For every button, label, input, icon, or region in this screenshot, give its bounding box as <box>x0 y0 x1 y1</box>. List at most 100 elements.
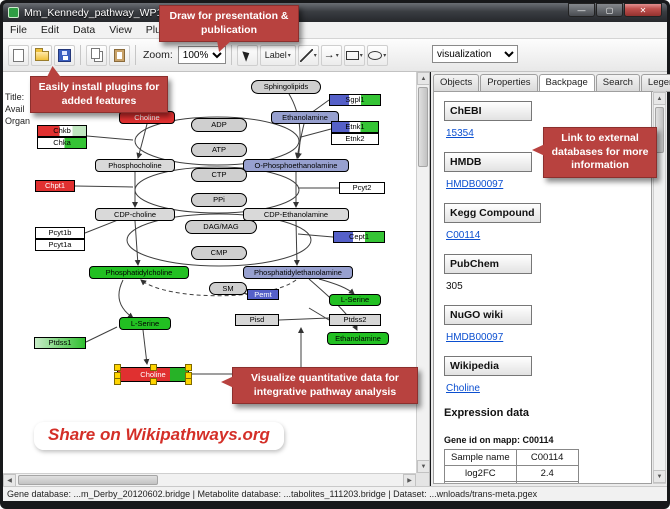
gene-id-on-mapp: Gene id on mapp: C00114 <box>444 435 554 445</box>
visualization-select[interactable]: visualization <box>432 45 518 63</box>
nugo-id-link[interactable]: HMDB00097 <box>446 332 504 343</box>
pubchem-id-value: 305 <box>446 281 463 292</box>
pathway-node-ptdss1[interactable]: Ptdss1 <box>34 337 86 349</box>
minimize-button[interactable]: — <box>568 3 595 17</box>
pathway-node-phosphatidylethanolamine[interactable]: Phosphatidylethanolamine <box>243 266 353 279</box>
selection-handle[interactable] <box>114 364 121 371</box>
pathway-node-ethanolamine[interactable]: Ethanolamine <box>271 111 339 124</box>
pathway-node-cmp[interactable]: CMP <box>191 246 247 260</box>
callout-draw-for-presentation: Draw for presentation & publication <box>159 5 299 53</box>
maximize-button[interactable]: ▢ <box>596 3 623 17</box>
pathway-node-cdp-ethanolamine[interactable]: CDP-Ethanolamine <box>243 208 349 221</box>
toolbar: Zoom: 100% Label▾ ▾ →▾ ▾ ▾ visualization <box>3 39 667 72</box>
save-button[interactable] <box>54 44 75 66</box>
scroll-up-button[interactable]: ▲ <box>653 92 666 105</box>
window-controls: — ▢ ✕ <box>568 3 662 17</box>
pathway-node-chkb[interactable]: Chkb <box>37 125 87 137</box>
scroll-down-button[interactable]: ▼ <box>417 460 429 473</box>
pathway-node-dag-mag[interactable]: DAG/MAG <box>185 220 257 234</box>
scroll-down-button[interactable]: ▼ <box>653 470 666 483</box>
statusbar-text: Gene database: ...m_Derby_20120602.bridg… <box>7 489 538 499</box>
selection-handle[interactable] <box>185 364 192 371</box>
section-title: Wikipedia <box>444 356 532 376</box>
menu-edit[interactable]: Edit <box>40 24 60 36</box>
pathway-node-choline-selected[interactable]: Choline <box>114 364 192 385</box>
selection-handle[interactable] <box>185 378 192 385</box>
tab-properties[interactable]: Properties <box>480 74 538 92</box>
pathway-node-pemt[interactable]: Pemt <box>247 289 279 300</box>
paste-button[interactable] <box>109 44 130 66</box>
scroll-left-button[interactable]: ◀ <box>3 474 16 486</box>
chevron-down-icon: ▾ <box>313 52 317 59</box>
pathway-node-pcyt1b[interactable]: Pcyt1b <box>35 227 85 239</box>
selection-handle[interactable] <box>114 378 121 385</box>
pathway-node-o-phosphoethanolamine[interactable]: O-Phosphoethanolamine <box>243 159 349 172</box>
menu-file[interactable]: File <box>10 24 27 36</box>
pathway-node-ethanolamine-bottom[interactable]: Ethanolamine <box>327 332 389 345</box>
pathway-node-l-serine-left[interactable]: L-Serine <box>119 317 171 330</box>
scroll-right-button[interactable]: ▶ <box>403 474 416 486</box>
pathway-node-sm[interactable]: SM <box>209 282 247 295</box>
section-title: HMDB <box>444 152 532 172</box>
tab-backpage[interactable]: Backpage <box>538 74 595 92</box>
pathway-node-phosphocholine[interactable]: Phosphocholine <box>95 159 175 172</box>
pathway-node-cept1[interactable]: Cept1 <box>333 231 385 243</box>
copy-button[interactable] <box>86 44 107 66</box>
hmdb-id-link[interactable]: HMDB00097 <box>446 179 504 190</box>
open-file-button[interactable] <box>31 44 52 66</box>
selection-tool-button[interactable] <box>236 44 258 66</box>
scrollbar-thumb[interactable] <box>418 87 428 167</box>
menu-view[interactable]: View <box>109 24 132 36</box>
selection-handle[interactable] <box>150 378 157 385</box>
scrollbar-thumb[interactable] <box>18 475 158 485</box>
expression-data-heading: Expression data <box>444 407 529 419</box>
pathway-node-sphingolipids[interactable]: Sphingolipids <box>251 80 321 94</box>
tab-search[interactable]: Search <box>595 74 640 92</box>
menu-data[interactable]: Data <box>73 24 96 36</box>
pathway-node-adp[interactable]: ADP <box>191 118 247 132</box>
pathway-node-atp[interactable]: ATP <box>191 143 247 157</box>
canvas-horizontal-scrollbar[interactable]: ◀ ▶ <box>3 473 416 486</box>
node-label: Choline <box>140 369 166 379</box>
line-tool-button[interactable]: ▾ <box>297 44 319 66</box>
toolbar-separator <box>135 45 136 65</box>
arrow-tool-button[interactable]: →▾ <box>320 44 342 66</box>
pathway-canvas[interactable]: Title: Avail Organ <box>3 72 430 486</box>
zoom-select[interactable]: 100% <box>177 46 226 64</box>
pathway-node-pcyt1a[interactable]: Pcyt1a <box>35 239 85 251</box>
pathway-node-pcyt2[interactable]: Pcyt2 <box>339 182 385 194</box>
pathway-node-pisd[interactable]: Pisd <box>235 314 279 326</box>
canvas-vertical-scrollbar[interactable]: ▲ ▼ <box>416 72 429 473</box>
pathway-node-chka[interactable]: Chka <box>37 137 87 149</box>
pathway-node-chpt1[interactable]: Chpt1 <box>35 180 75 192</box>
statusbar: Gene database: ...m_Derby_20120602.bridg… <box>3 486 667 501</box>
tab-objects[interactable]: Objects <box>433 74 480 92</box>
oval-tool-button[interactable]: ▾ <box>366 44 388 66</box>
pathway-node-ctp[interactable]: CTP <box>191 168 247 182</box>
pathway-node-cdp-choline[interactable]: CDP-choline <box>95 208 175 221</box>
label-tool-button[interactable]: Label▾ <box>259 44 296 66</box>
scroll-up-button[interactable]: ▲ <box>417 72 429 85</box>
section-title: Kegg Compound <box>444 203 541 223</box>
pathway-node-sgpl1[interactable]: Sgpl1 <box>329 94 381 106</box>
callout-text: Visualize quantitative data for integrat… <box>250 372 399 398</box>
new-file-button[interactable] <box>8 44 29 66</box>
tab-legend[interactable]: Legend <box>640 74 670 92</box>
pathway-node-ptdss2[interactable]: Ptdss2 <box>329 314 381 326</box>
selection-handle[interactable] <box>150 364 157 371</box>
close-button[interactable]: ✕ <box>624 3 662 17</box>
rectangle-tool-button[interactable]: ▾ <box>343 44 365 66</box>
pathway-node-l-serine-right[interactable]: L-Serine <box>329 294 381 306</box>
pathway-node-etnk1[interactable]: Etnk1 <box>331 121 379 133</box>
pathway-node-phosphatidylcholine[interactable]: Phosphatidylcholine <box>89 266 189 279</box>
table-row: pvalue 7.80252E-4 <box>444 481 579 483</box>
pathway-node-etnk2[interactable]: Etnk2 <box>331 133 379 145</box>
chebi-id-link[interactable]: 15354 <box>446 128 474 139</box>
titlebar: Mm_Kennedy_pathway_WP1771_45176.gp — ▢ ✕ <box>3 3 667 22</box>
kegg-id-link[interactable]: C00114 <box>446 230 481 241</box>
chevron-down-icon: ▾ <box>335 52 339 59</box>
wikipedia-link[interactable]: Choline <box>446 383 480 394</box>
copy-icon <box>90 48 100 59</box>
pathway-node-ppi[interactable]: PPi <box>191 193 247 207</box>
